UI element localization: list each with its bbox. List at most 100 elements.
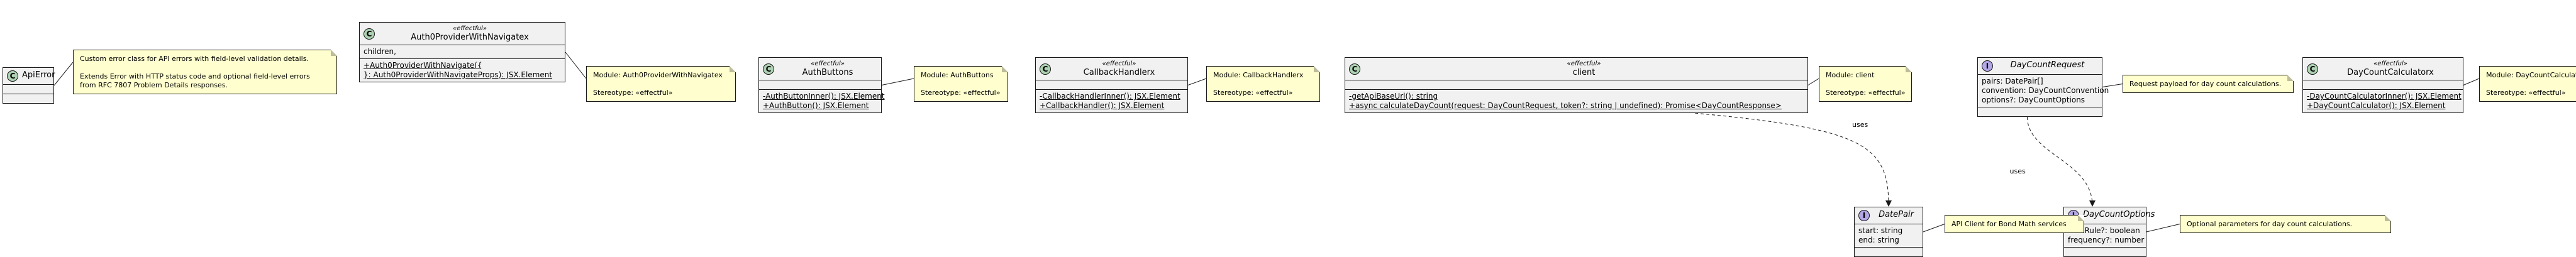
class-methods: -DayCountCalculatorInner(): JSX.Element+… [2303, 89, 2463, 112]
class-fields [759, 80, 881, 89]
class-field: pairs: DatePair[] [1982, 77, 2043, 85]
class-client[interactable]: C «effectful»client -getApiBaseUrl(): stri… [1345, 57, 1808, 113]
class-method: +async calculateDayCount(request: DayCou… [1349, 101, 1782, 110]
class-fields: pairs: DatePair[]convention: DayCountCon… [1978, 74, 2109, 107]
class-field: frequency?: number [2068, 236, 2145, 244]
class-stereotype: «effectful» [1567, 60, 1601, 67]
note-anchor-line [1923, 224, 1945, 232]
note-line: Request payload for day count calculatio… [2129, 80, 2282, 88]
dependency-arrow-request-options [2027, 116, 2093, 206]
class-authbuttons[interactable]: C«effectful»AuthButtons-AuthButtonInner(… [758, 57, 885, 113]
note-line: from RFC 7807 Problem Details responses. [80, 81, 228, 89]
note-daycountrequest: Request payload for day count calculatio… [2123, 75, 2294, 93]
class-name: DatePair [1879, 210, 1914, 219]
note-line: Stereotype: «effectful» [2486, 89, 2566, 97]
class-method: }: Auth0ProviderWithNavigateProps): JSX.… [364, 70, 553, 79]
class-header: C«effectful»AuthButtons [759, 58, 881, 80]
class-fields [2303, 80, 2463, 89]
class-field: start: string [1858, 226, 1903, 235]
class-header: C «effectful»client [1345, 58, 1807, 80]
note-anchor-line [1807, 78, 1819, 85]
class-type-icon: C [763, 63, 774, 75]
class-stereotype: «effectful» [1102, 60, 1136, 67]
class-name: client [1572, 68, 1596, 77]
class-methods: -CallbackHandlerInner(): JSX.Element+Cal… [1036, 89, 1187, 112]
class-stereotype: «effectful» [2373, 60, 2407, 67]
uses-label: uses [2010, 167, 2026, 175]
note-anchor-line [1187, 78, 1207, 85]
class-fields: children, [360, 45, 565, 58]
note-line: Module: CallbackHandlerx [1213, 71, 1304, 79]
note-anchor-line [565, 52, 587, 79]
class-name: ApiError [22, 70, 55, 80]
note-apierror: Custom error class for API errors with f… [73, 50, 337, 94]
class-methods [3, 94, 53, 103]
class-field: convention: DayCountConvention [1982, 86, 2109, 95]
interface-type-icon: I [1858, 210, 1870, 221]
class-method: +Auth0ProviderWithNavigate({ [364, 61, 482, 70]
class-methods: -AuthButtonInner(): JSX.Element+AuthButt… [759, 89, 885, 112]
note-line: Custom error class for API errors with f… [80, 55, 309, 63]
class-type-icon: C [364, 28, 375, 40]
note-line: Stereotype: «effectful» [593, 89, 673, 97]
note-spacer [1826, 80, 1900, 89]
note-anchor-line [2463, 78, 2480, 85]
arrowhead [2089, 200, 2096, 207]
class-stereotype: «effectful» [453, 25, 487, 32]
note-line: Module: DayCountCalculatorx [2486, 71, 2576, 79]
class-methods [1855, 247, 1923, 256]
class-fields [1345, 80, 1807, 89]
class-type-icon: C [7, 70, 18, 82]
interface-type-icon: I [1982, 60, 1993, 72]
class-apierror[interactable]: C ApiError [3, 67, 55, 104]
class-name: CallbackHandlerx [1083, 68, 1155, 77]
class-daycountcalculatorx[interactable]: C «effectful»DayCountCalculatorx -DayCount… [2302, 57, 2463, 113]
class-type-icon: C [1349, 63, 1360, 75]
note-line: Stereotype: «effectful» [921, 89, 1001, 97]
note-anchor-line [2102, 84, 2123, 87]
note-line: Extends Error with HTTP status code and … [80, 72, 310, 80]
class-method: +DayCountCalculator(): JSX.Element [2307, 101, 2446, 110]
class-field: options?: DayCountOptions [1982, 96, 2085, 104]
note-daycountoptions: Optional parameters for day count calcul… [2180, 215, 2391, 233]
note-line: Stereotype: «effectful» [1213, 89, 1293, 97]
class-method: -CallbackHandlerInner(): JSX.Element [1040, 92, 1180, 101]
note-spacer [593, 80, 724, 89]
note-line: Optional parameters for day count calcul… [2187, 220, 2353, 228]
uses-label: uses [1852, 121, 1868, 129]
class-stereotype: «effectful» [811, 60, 845, 67]
note-spacer [1213, 80, 1308, 89]
class-header: I DayCountRequest [1978, 58, 2102, 74]
class-name: DayCountCalculatorx [2347, 68, 2434, 77]
class-type-icon: C [2307, 63, 2318, 75]
note-line: Module: client [1826, 71, 1875, 79]
dependency-arrow-client-datepair [1694, 112, 1889, 206]
note-spacer [2486, 80, 2576, 89]
note-datepair: API Client for Bond Math services [1945, 215, 2084, 233]
class-header: C«effectful»Auth0ProviderWithNavigatex [360, 23, 565, 45]
class-method: -getApiBaseUrl(): string [1349, 92, 1438, 101]
note-anchor-line [881, 78, 914, 85]
class-method: -AuthButtonInner(): JSX.Element [763, 92, 885, 101]
note-line: Module: AuthButtons [921, 71, 994, 79]
class-header: C ApiError [3, 68, 55, 84]
class-fields [3, 84, 53, 94]
note-line: API Client for Bond Math services [1951, 220, 2067, 228]
interface-daycountrequest[interactable]: I DayCountRequest pairs: DatePair[]convent… [1977, 57, 2109, 117]
note-spacer [80, 63, 325, 72]
class-callbackhandlerx[interactable]: C«effectful»CallbackHandlerx-CallbackHan… [1035, 57, 1188, 113]
note-daycountcalculatorx: Module: DayCountCalculatorxStereotype: «… [2479, 66, 2576, 102]
class-name: DayCountRequest [2010, 60, 2085, 70]
note-anchor-line [2146, 224, 2180, 232]
class-field: end: string [1858, 236, 1899, 244]
note-line: Module: Auth0ProviderWithNavigatex [593, 71, 723, 79]
